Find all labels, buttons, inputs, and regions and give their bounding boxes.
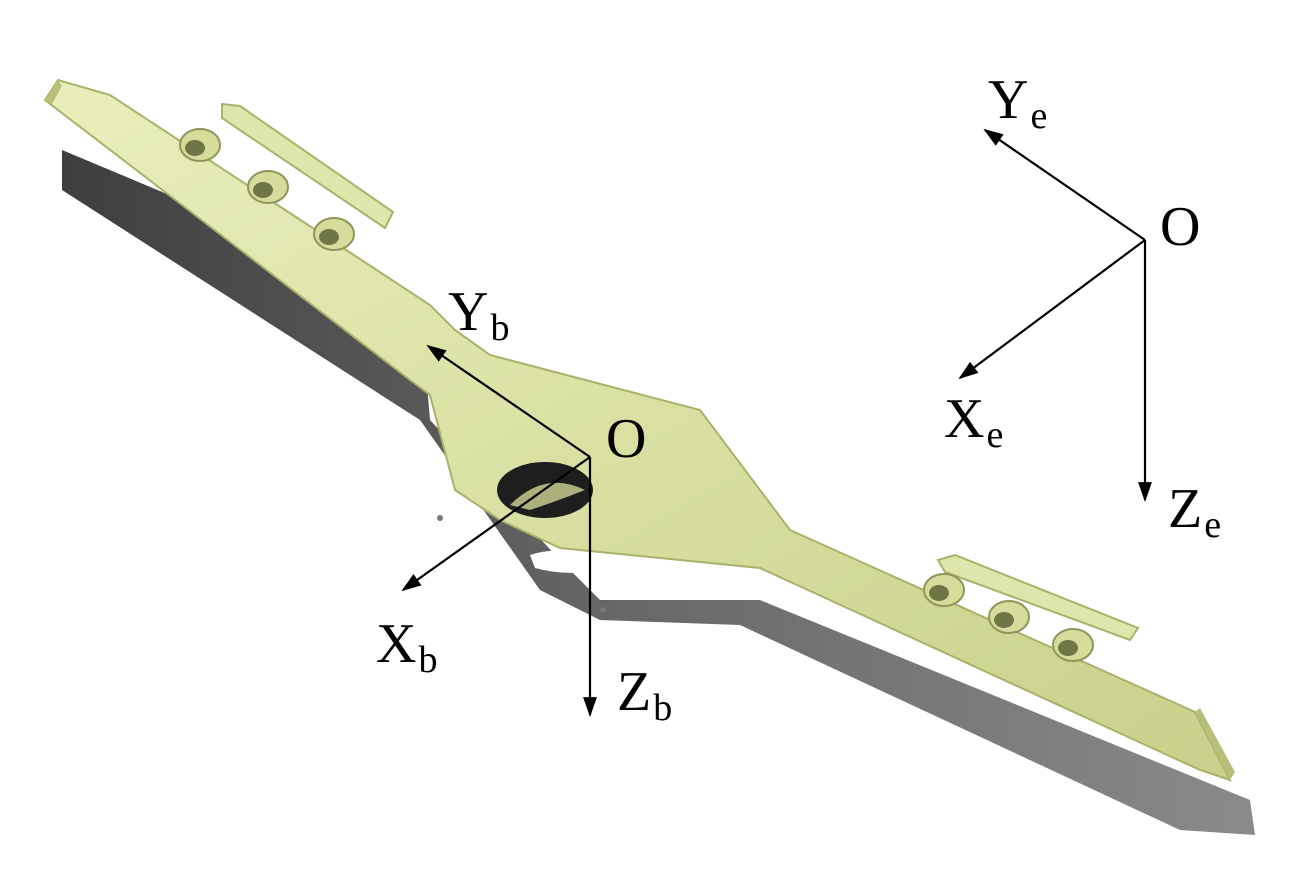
airframe-body (43, 78, 1235, 782)
earth-y-label: Ye (988, 69, 1047, 137)
body-origin-label: O (606, 408, 646, 470)
body-axes (401, 344, 597, 717)
body-y-label: Yb (448, 281, 509, 349)
earth-x-label: Xe (944, 388, 1003, 456)
earth-y-axis (983, 128, 1146, 241)
hinge-rolls-right (923, 573, 1094, 662)
body-z-label: Zb (617, 661, 672, 729)
body-x-label: Xb (376, 613, 437, 681)
earth-axes (958, 128, 1152, 502)
body-x-axis (401, 456, 591, 592)
earth-z-label: Ze (1168, 478, 1221, 546)
body-y-axis (426, 344, 591, 458)
earth-origin-label: O (1160, 196, 1200, 258)
earth-x-axis (958, 239, 1146, 380)
hinge-rolls-left (179, 128, 355, 251)
